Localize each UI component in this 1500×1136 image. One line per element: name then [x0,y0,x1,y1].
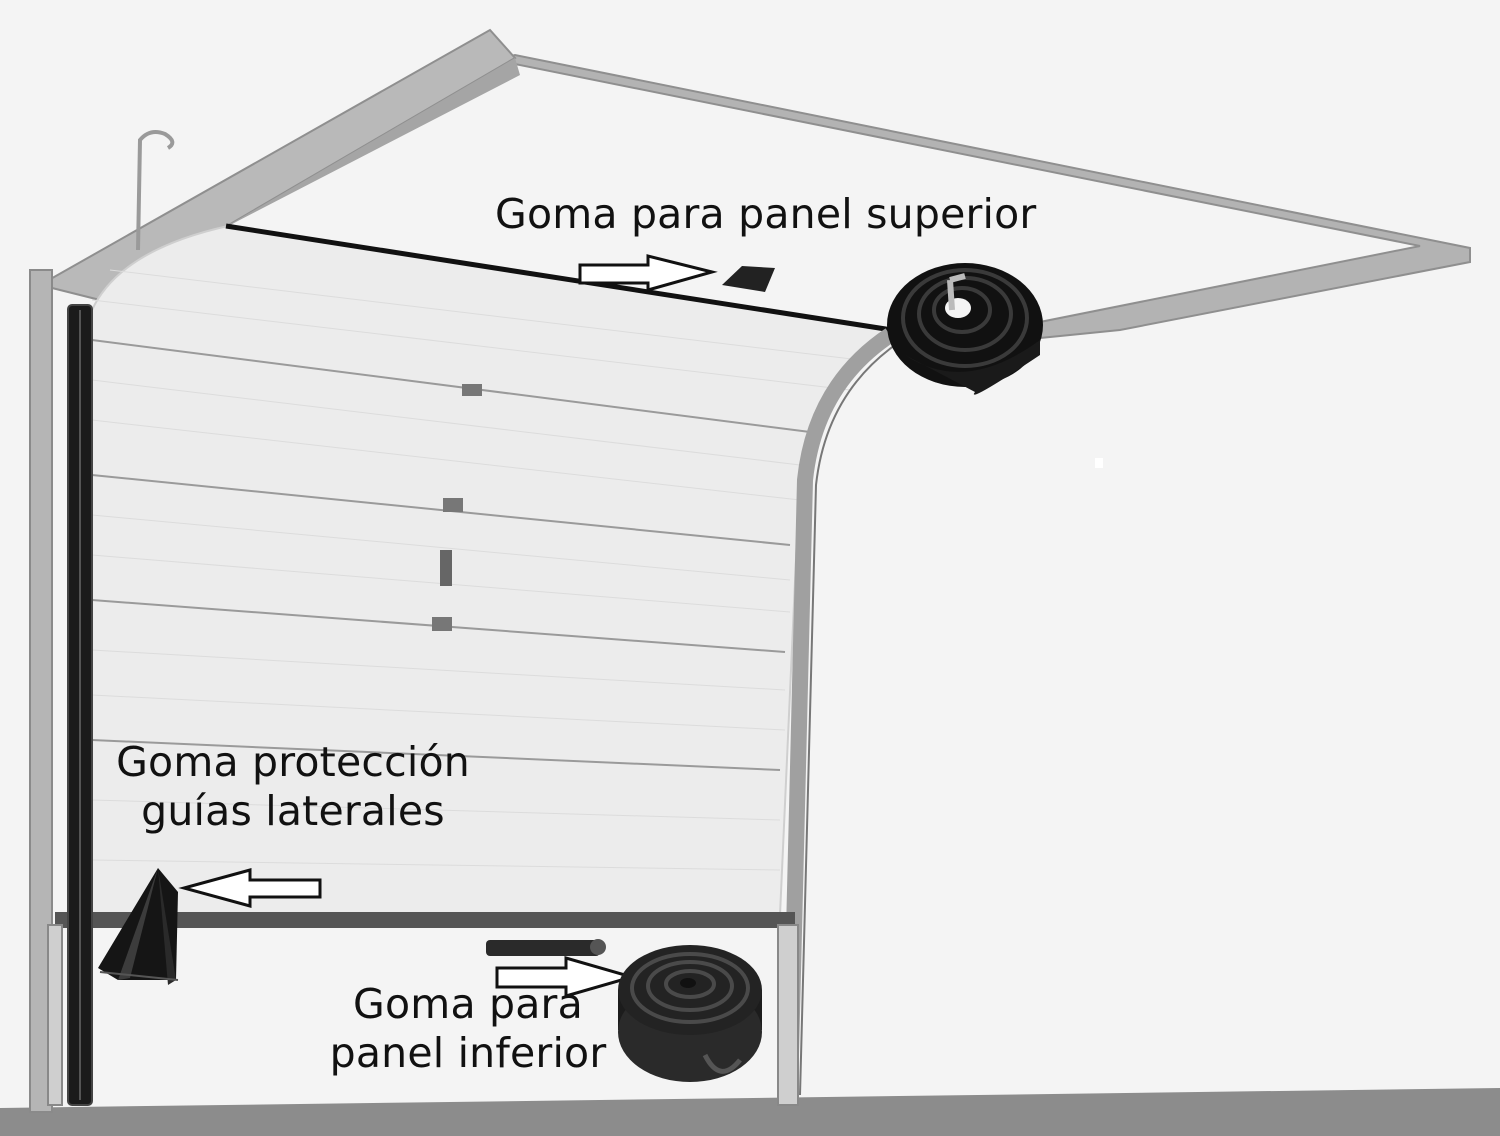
left-frame-post [29,269,53,1113]
side-seal-label: Goma protección guías laterales [104,738,482,836]
lower-frame-right [777,924,799,1106]
rubber-profile-icon [98,868,179,985]
floor [0,1088,1500,1136]
lower-frame-left [47,924,63,1106]
arrow-right-icon [495,956,638,998]
top-panel-edge [225,223,893,333]
hinge [462,384,482,396]
top-seal-sample [722,266,775,292]
side-seal-label-line1: Goma protección [116,738,470,786]
hinge [432,617,452,631]
rubber-roll-icon [618,945,762,1082]
panel-seam [91,474,791,546]
spring-hook [136,130,175,251]
bottom-panel-rail [55,912,795,928]
handle [440,550,452,586]
bottom-seal-label-line1: Goma para [353,980,583,1028]
rubber-roll-icon [887,263,1043,395]
bottom-seal-sample [486,939,606,956]
hinge [443,498,463,512]
curved-track [782,328,895,1096]
horizontal-rail [494,53,1471,340]
arrow-left-icon [178,868,322,908]
panel-seam [91,339,811,433]
bottom-seal-label-line2: panel inferior [329,1029,607,1078]
bottom-seal-label: Goma para panel inferior [318,980,618,1078]
curved-track-edge [799,344,896,1096]
side-seal-label-line2: guías laterales [141,787,445,836]
arrow-right-icon [578,254,718,292]
top-seal-label: Goma para panel superior [495,190,1037,238]
panel-seam [91,739,781,771]
